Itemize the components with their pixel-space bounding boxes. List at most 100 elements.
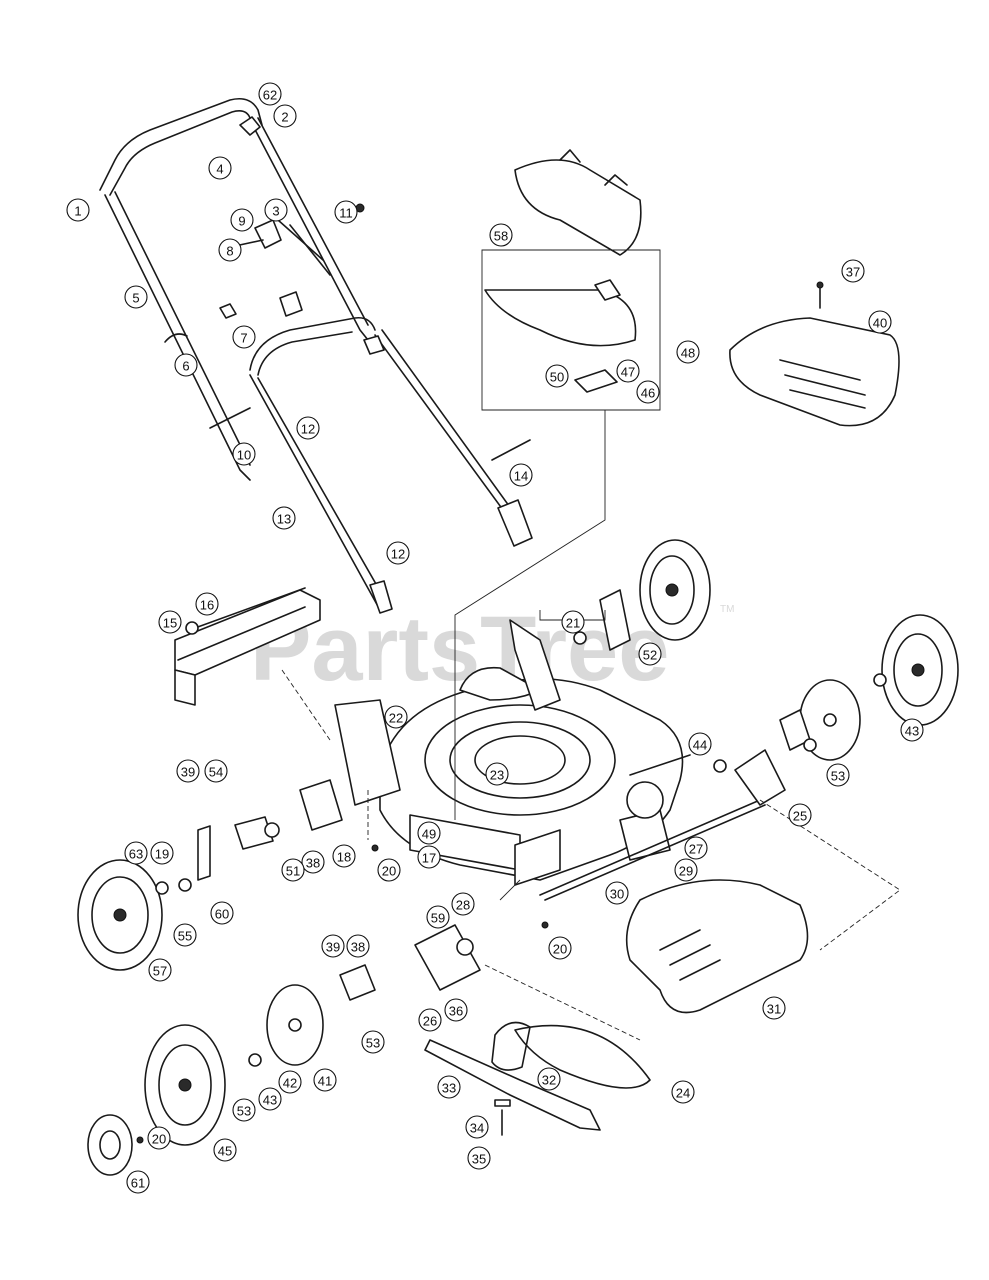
- height-adjuster-parts: [136, 589, 887, 1144]
- callout-50: 50: [545, 364, 569, 388]
- callout-number: 62: [263, 88, 277, 103]
- callout-number: 25: [793, 809, 807, 824]
- callout-number: 63: [129, 847, 143, 862]
- callout-number: 27: [689, 842, 703, 857]
- callout-number: 39: [326, 940, 340, 955]
- callout-number: 13: [277, 512, 291, 527]
- mulch-door-box: [481, 249, 661, 411]
- callout-1: 1: [66, 198, 90, 222]
- callout-53: 53: [232, 1098, 256, 1122]
- wheel-upper-rear: [639, 539, 711, 641]
- callout-number: 49: [422, 827, 436, 842]
- callout-17: 17: [417, 845, 441, 869]
- callout-number: 1: [74, 204, 81, 219]
- callout-number: 45: [218, 1144, 232, 1159]
- callout-number: 21: [566, 616, 580, 631]
- callout-3: 3: [264, 198, 288, 222]
- callout-35: 35: [467, 1146, 491, 1170]
- callout-4: 4: [208, 156, 232, 180]
- callout-number: 34: [470, 1121, 484, 1136]
- callout-number: 44: [693, 738, 707, 753]
- callout-number: 9: [238, 214, 245, 229]
- callout-41: 41: [313, 1068, 337, 1092]
- callout-number: 51: [286, 864, 300, 879]
- callout-39: 39: [321, 934, 345, 958]
- callout-number: 20: [152, 1132, 166, 1147]
- callout-38: 38: [301, 850, 325, 874]
- rear-flap: [625, 879, 809, 1014]
- callout-number: 58: [494, 229, 508, 244]
- side-discharge-chute: [514, 149, 642, 256]
- callout-number: 10: [237, 448, 251, 463]
- engine-top-cover: [729, 281, 900, 427]
- callout-number: 57: [153, 964, 167, 979]
- wheel-right: [881, 614, 959, 726]
- callout-20: 20: [377, 858, 401, 882]
- callout-28: 28: [451, 892, 475, 916]
- callout-27: 27: [684, 836, 708, 860]
- callout-26: 26: [418, 1008, 442, 1032]
- callout-31: 31: [762, 996, 786, 1020]
- callout-number: 2: [281, 110, 288, 125]
- callout-9: 9: [230, 208, 254, 232]
- callout-number: 4: [216, 162, 223, 177]
- callout-43: 43: [900, 718, 924, 742]
- callout-number: 6: [182, 359, 189, 374]
- callout-number: 7: [240, 331, 247, 346]
- callout-number: 61: [131, 1176, 145, 1191]
- callout-number: 59: [431, 911, 445, 926]
- callout-22: 22: [384, 705, 408, 729]
- callout-number: 32: [542, 1073, 556, 1088]
- hub-cap-61: [87, 1114, 133, 1176]
- callout-54: 54: [204, 759, 228, 783]
- callout-number: 41: [318, 1074, 332, 1089]
- callout-number: 39: [181, 765, 195, 780]
- callout-number: 50: [550, 370, 564, 385]
- callout-number: 53: [831, 769, 845, 784]
- callout-number: 12: [301, 422, 315, 437]
- callout-11: 11: [334, 200, 358, 224]
- callout-number: 16: [200, 598, 214, 613]
- callout-42: 42: [278, 1070, 302, 1094]
- callout-21: 21: [561, 610, 585, 634]
- callout-53: 53: [826, 763, 850, 787]
- callout-number: 23: [490, 768, 504, 783]
- callout-number: 5: [132, 291, 139, 306]
- callout-34: 34: [465, 1115, 489, 1139]
- callout-number: 54: [209, 765, 223, 780]
- callout-52: 52: [638, 642, 662, 666]
- callout-23: 23: [485, 762, 509, 786]
- callout-number: 37: [846, 265, 860, 280]
- watermark-trademark: TM: [720, 604, 734, 615]
- callout-19: 19: [150, 841, 174, 865]
- callout-number: 26: [423, 1014, 437, 1029]
- mower-deck: [334, 666, 766, 901]
- callout-61: 61: [126, 1170, 150, 1194]
- callout-number: 20: [553, 942, 567, 957]
- callout-49: 49: [417, 821, 441, 845]
- callout-number: 29: [679, 864, 693, 879]
- callout-number: 40: [873, 316, 887, 331]
- callout-58: 58: [489, 223, 513, 247]
- callout-43: 43: [258, 1087, 282, 1111]
- callout-7: 7: [232, 325, 256, 349]
- callout-46: 46: [636, 380, 660, 404]
- callout-53: 53: [361, 1030, 385, 1054]
- disc-41: [266, 984, 324, 1066]
- callout-32: 32: [537, 1067, 561, 1091]
- callout-number: 15: [163, 616, 177, 631]
- callout-number: 12: [391, 547, 405, 562]
- callout-6: 6: [174, 353, 198, 377]
- callout-16: 16: [195, 592, 219, 616]
- grass-bag-frame: [174, 587, 321, 706]
- callout-29: 29: [674, 858, 698, 882]
- wheel-left-front: [77, 859, 163, 971]
- callout-37: 37: [841, 259, 865, 283]
- callout-number: 19: [155, 847, 169, 862]
- callout-number: 53: [237, 1104, 251, 1119]
- callout-number: 24: [676, 1086, 690, 1101]
- callout-39: 39: [176, 759, 200, 783]
- callout-number: 33: [442, 1081, 456, 1096]
